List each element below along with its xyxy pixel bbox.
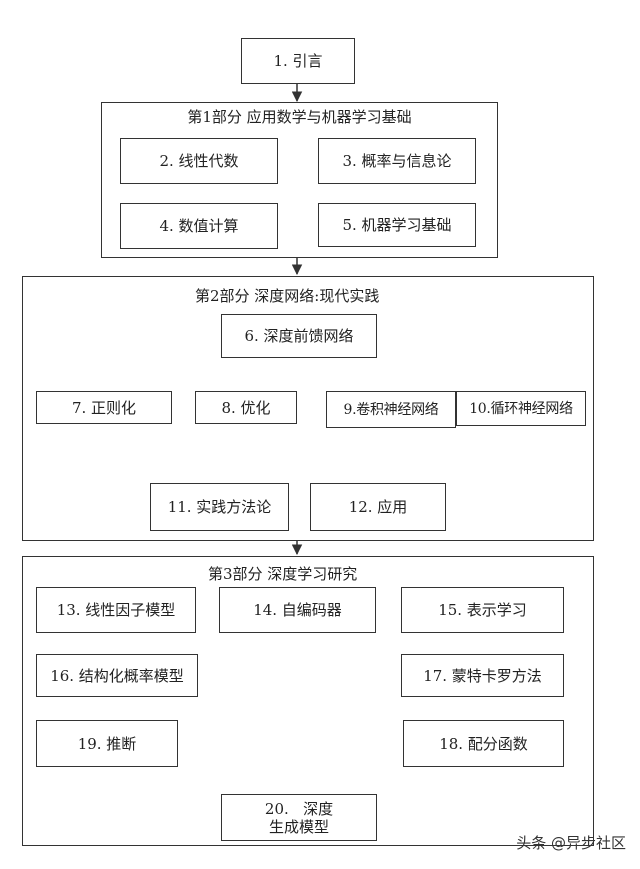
node-label: 4. 数值计算 xyxy=(159,217,239,235)
node-label: 6. 深度前馈网络 xyxy=(244,327,354,345)
node-label: 1. 引言 xyxy=(273,52,323,70)
node-label: 8. 优化 xyxy=(221,398,271,417)
node-partition-function: 18. 配分函数 xyxy=(403,720,564,767)
part-1-title: 第1部分 应用数学与机器学习基础 xyxy=(187,108,412,126)
node-inference: 19. 推断 xyxy=(36,720,178,767)
node-label: 19. 推断 xyxy=(77,734,137,753)
node-introduction: 1. 引言 xyxy=(241,38,355,84)
node-autoencoders: 14. 自编码器 xyxy=(219,587,376,633)
node-label-line2: 生成模型 xyxy=(268,817,329,836)
node-optimization: 8. 优化 xyxy=(195,391,297,424)
node-probability-information: 3. 概率与信息论 xyxy=(318,138,476,184)
node-practical-methodology: 11. 实践方法论 xyxy=(150,483,289,531)
node-label-line1: 20. 深度 xyxy=(264,799,334,818)
watermark-text: 头条 @异步社区 xyxy=(516,834,626,852)
part-2-title: 第2部分 深度网络:现代实践 xyxy=(195,287,380,305)
node-label: 13. 线性因子模型 xyxy=(56,601,176,619)
node-label: 14. 自编码器 xyxy=(253,601,342,619)
node-structured-probabilistic-models: 16. 结构化概率模型 xyxy=(36,654,198,697)
node-label: 11. 实践方法论 xyxy=(167,498,272,516)
node-regularization: 7. 正则化 xyxy=(36,391,172,424)
node-label: 12. 应用 xyxy=(348,498,408,516)
node-label: 9.卷积神经网络 xyxy=(343,401,439,418)
node-linear-algebra: 2. 线性代数 xyxy=(120,138,278,184)
node-label: 3. 概率与信息论 xyxy=(342,152,452,170)
node-label: 2. 线性代数 xyxy=(159,152,239,170)
node-label: 7. 正则化 xyxy=(71,398,137,417)
node-numerical-computation: 4. 数值计算 xyxy=(120,203,278,249)
node-deep-generative-models: 20. 深度 生成模型 xyxy=(221,794,377,841)
node-label: 17. 蒙特卡罗方法 xyxy=(423,666,542,685)
part-3-title: 第3部分 深度学习研究 xyxy=(208,565,358,583)
node-label: 10.循环神经网络 xyxy=(469,400,573,417)
node-cnn: 9.卷积神经网络 xyxy=(326,391,456,428)
node-deep-feedforward: 6. 深度前馈网络 xyxy=(221,314,377,358)
node-applications: 12. 应用 xyxy=(310,483,446,531)
node-label: 18. 配分函数 xyxy=(439,734,528,753)
node-ml-basics: 5. 机器学习基础 xyxy=(318,203,476,247)
node-monte-carlo-methods: 17. 蒙特卡罗方法 xyxy=(401,654,564,697)
node-label: 16. 结构化概率模型 xyxy=(50,666,184,685)
node-representation-learning: 15. 表示学习 xyxy=(401,587,564,633)
node-rnn: 10.循环神经网络 xyxy=(456,391,586,426)
node-label: 5. 机器学习基础 xyxy=(342,216,452,234)
node-label: 15. 表示学习 xyxy=(438,601,527,619)
node-linear-factor-models: 13. 线性因子模型 xyxy=(36,587,196,633)
